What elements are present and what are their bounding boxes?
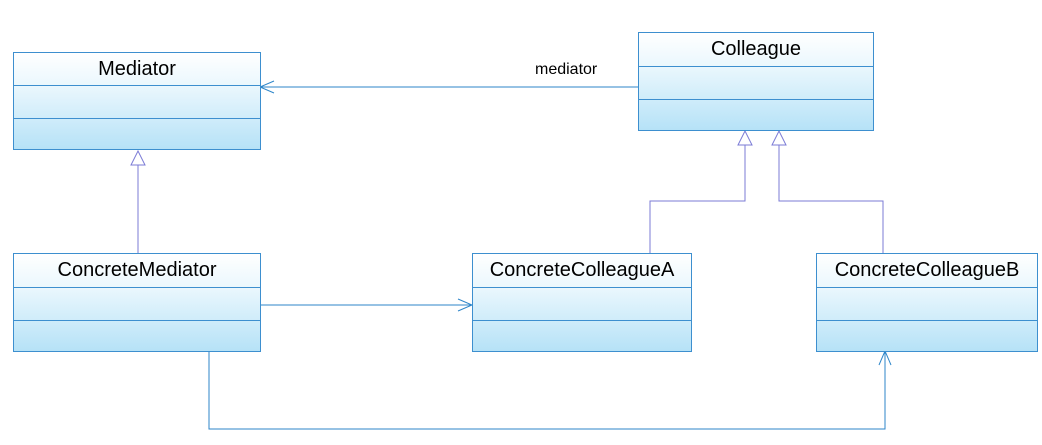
attributes-compartment [473,287,691,320]
class-concrete-mediator[interactable]: ConcreteMediator [13,253,261,352]
attributes-compartment [14,287,260,320]
generalization-concrete-colleague-a-to-colleague [649,129,753,253]
operations-compartment [14,320,260,351]
class-name: ConcreteColleagueA [489,259,675,281]
class-name: ConcreteColleagueB [834,259,1020,281]
generalization-concrete-mediator-to-mediator [130,149,146,253]
attributes-compartment [639,66,873,99]
attributes-compartment [14,85,260,118]
class-name: Mediator [98,58,176,80]
class-concrete-colleague-b[interactable]: ConcreteColleagueB [816,253,1038,352]
operations-compartment [639,99,873,130]
attributes-compartment [817,287,1037,320]
class-mediator[interactable]: Mediator [13,52,261,150]
association-concrete-mediator-to-colleague-a [260,298,474,312]
operations-compartment [817,320,1037,351]
class-name: Colleague [710,38,802,60]
operations-compartment [473,320,691,351]
class-colleague[interactable]: Colleague [638,32,874,131]
operations-compartment [14,118,260,149]
association-colleague-to-mediator [258,80,638,94]
class-concrete-colleague-a[interactable]: ConcreteColleagueA [472,253,692,352]
class-name: ConcreteMediator [57,259,217,281]
association-concrete-mediator-to-colleague-b [208,349,892,430]
association-role-label: mediator [535,61,598,78]
generalization-concrete-colleague-b-to-colleague [771,129,884,253]
